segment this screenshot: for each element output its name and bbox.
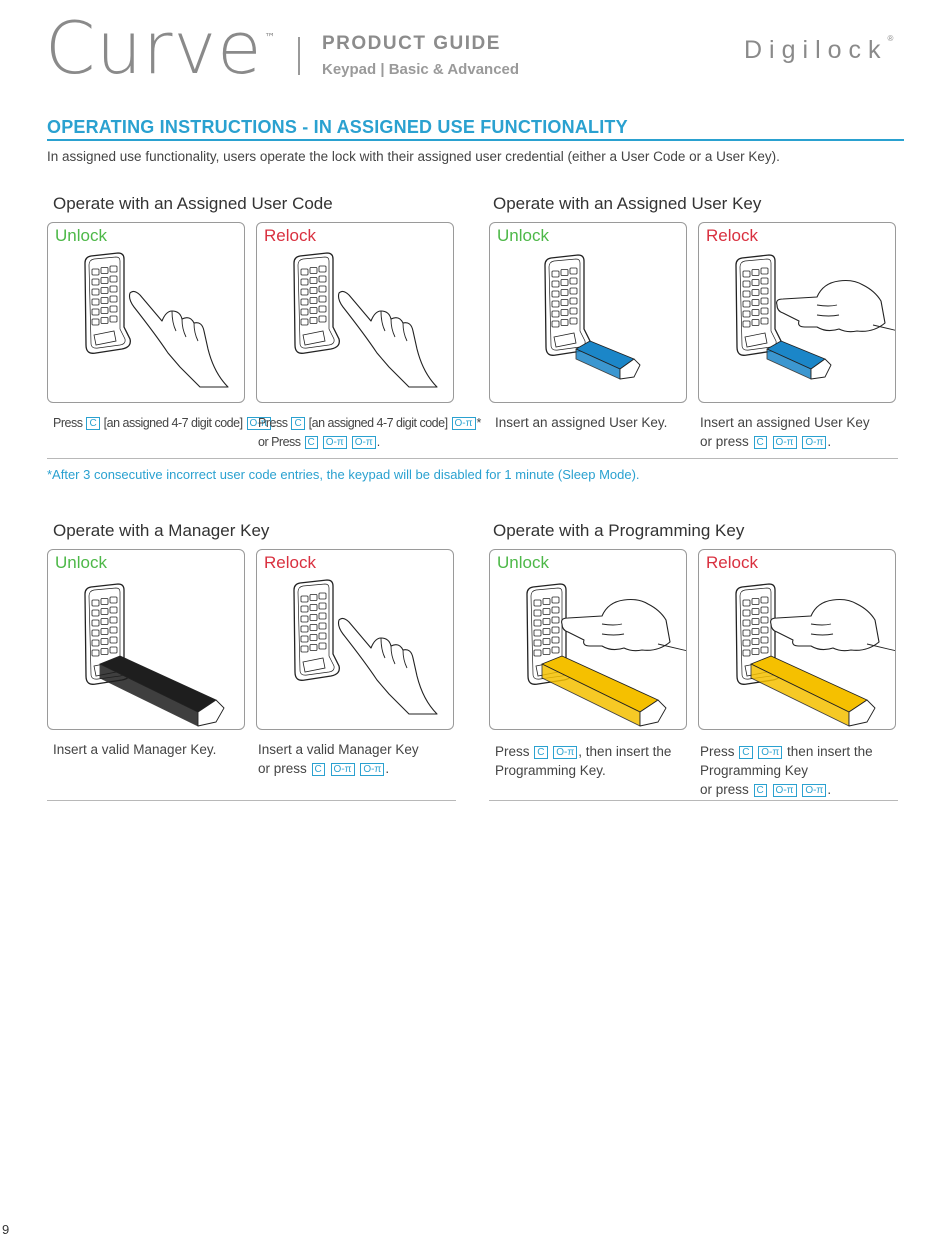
manager-row-rule [47, 800, 456, 801]
manager-key-unlock-caption: Insert a valid Manager Key. [53, 742, 217, 757]
clear-key-icon: C [86, 417, 100, 430]
user-code-relock-panel: Relock [256, 222, 454, 403]
programming-key-unlock-panel: Unlock [489, 549, 687, 730]
lock-key-icon: O‑π [772, 784, 797, 797]
lock-key-icon: O‑π [758, 746, 783, 759]
user-key-unlock-panel: Unlock [489, 222, 687, 403]
product-guide-title: PRODUCT GUIDE [322, 33, 501, 54]
lock-key-icon: O‑π [351, 436, 376, 449]
unlock-label: Unlock [55, 553, 107, 572]
programming-key-unlock-caption: Press C O‑π, then insert the Programming… [495, 744, 672, 778]
clear-key-icon: C [534, 746, 548, 759]
lock-key-icon: O‑π [322, 436, 347, 449]
keypad-manager-key-illustration [84, 583, 225, 727]
user-key-heading: Operate with an Assigned User Key [493, 194, 762, 213]
user-code-relock-caption: Press C [an assigned 4-7 digit code] O‑π… [258, 416, 481, 449]
user-code-unlock-panel: Unlock [47, 222, 245, 403]
manager-key-relock-panel: Relock [256, 549, 454, 730]
manager-key-heading: Operate with a Manager Key [53, 521, 270, 540]
lock-key-icon: O‑π [802, 436, 827, 449]
user-code-heading: Operate with an Assigned User Code [53, 194, 333, 213]
keypad-hand-illustration [293, 252, 438, 388]
product-guide-subtitle: Keypad | Basic & Advanced [322, 61, 520, 78]
sleep-mode-footnote: *After 3 consecutive incorrect user code… [47, 467, 640, 482]
user-key-unlock-caption: Insert an assigned User Key. [495, 415, 668, 430]
clear-key-icon: C [753, 436, 767, 449]
user-key-relock-caption: Insert an assigned User Key or press C O… [700, 415, 870, 449]
keypad-programming-key-illustration [735, 583, 895, 727]
relock-label: Relock [706, 226, 758, 245]
user-code-unlock-caption: Press C [an assigned 4-7 digit code] O‑π… [53, 416, 275, 430]
lock-key-icon: O‑π [451, 417, 476, 430]
keypad-user-key-hand-illustration [735, 254, 895, 380]
keypad-user-key-illustration [544, 254, 641, 380]
clear-key-icon: C [739, 746, 753, 759]
keypad-hand-illustration [84, 252, 229, 388]
lock-key-icon: O‑π [246, 417, 271, 430]
relock-label: Relock [706, 553, 758, 572]
programming-key-relock-caption: Press C O‑π then insert the Programming … [700, 744, 873, 797]
clear-key-icon: C [291, 417, 305, 430]
section-title: OPERATING INSTRUCTIONS - IN ASSIGNED USE… [47, 117, 628, 137]
lock-key-icon: O‑π [360, 763, 385, 776]
relock-label: Relock [264, 553, 316, 572]
unlock-label: Unlock [497, 226, 549, 245]
clear-key-icon: C [753, 784, 767, 797]
keypad-hand-illustration [293, 579, 438, 715]
lock-key-icon: O‑π [330, 763, 355, 776]
programming-row-rule [489, 800, 898, 801]
lock-key-icon: O‑π [772, 436, 797, 449]
manager-key-unlock-panel: Unlock [47, 549, 245, 730]
clear-key-icon: C [304, 436, 318, 449]
unlock-label: Unlock [55, 226, 107, 245]
unlock-label: Unlock [497, 553, 549, 572]
programming-key-relock-panel: Relock [698, 549, 896, 730]
header-divider [298, 37, 300, 75]
manager-key-relock-caption: Insert a valid Manager Key or press C O‑… [258, 742, 419, 776]
programming-key-heading: Operate with a Programming Key [493, 521, 745, 540]
page-number: 9 [2, 1222, 10, 1237]
intro-text: In assigned use functionality, users ope… [47, 149, 780, 164]
clear-key-icon: C [311, 763, 325, 776]
lock-key-icon: O‑π [553, 746, 578, 759]
section-title-rule [47, 139, 904, 141]
row1-rule [47, 458, 898, 459]
lock-key-icon: O‑π [802, 784, 827, 797]
user-key-relock-panel: Relock [698, 222, 896, 403]
keypad-programming-key-illustration [526, 583, 686, 727]
relock-label: Relock [264, 226, 316, 245]
digilock-logo: Digilock® [744, 34, 894, 64]
